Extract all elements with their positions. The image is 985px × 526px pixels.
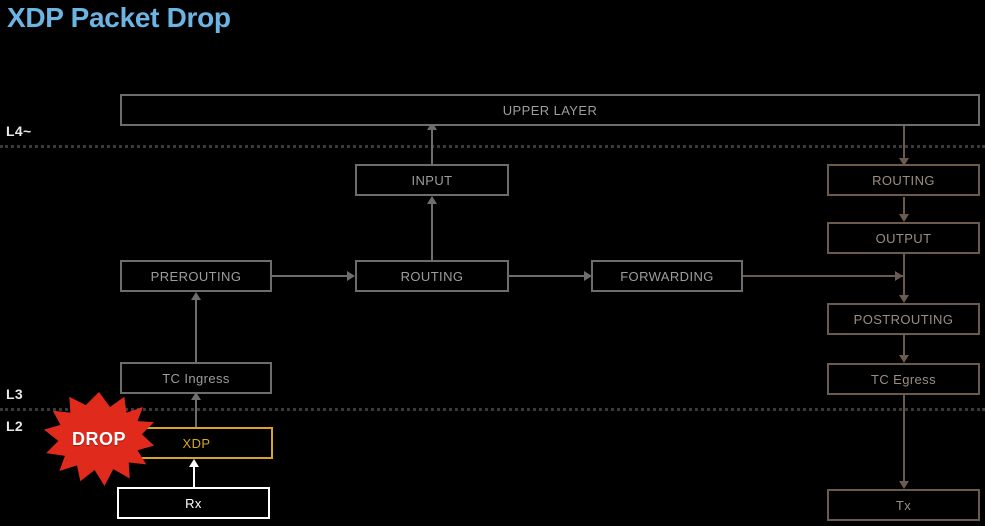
connector-tc-ingress-to-prerouting bbox=[195, 296, 197, 362]
connector-output-to-postrouting bbox=[903, 254, 905, 296]
box-tx-label: Tx bbox=[895, 497, 912, 513]
box-tx[interactable]: Tx bbox=[827, 489, 980, 521]
box-routing-mid[interactable]: ROUTING bbox=[355, 260, 509, 292]
box-rx[interactable]: Rx bbox=[117, 487, 270, 519]
box-postrouting-label: POSTROUTING bbox=[853, 311, 954, 327]
connector-rx-to-xdp bbox=[193, 463, 195, 489]
box-input-label: INPUT bbox=[411, 172, 453, 188]
drop-badge: DROP bbox=[44, 392, 154, 486]
box-forwarding-label: FORWARDING bbox=[620, 268, 714, 284]
box-routing-mid-label: ROUTING bbox=[400, 268, 464, 284]
box-postrouting[interactable]: POSTROUTING bbox=[827, 303, 980, 335]
connector-tc-egress-to-tx bbox=[903, 395, 905, 483]
page-title: XDP Packet Drop bbox=[7, 2, 231, 33]
connector-input-to-upper-layer bbox=[431, 126, 433, 194]
connector-xdp-to-tc-ingress bbox=[195, 396, 197, 428]
box-tc-egress-label: TC Egress bbox=[870, 371, 936, 387]
layer-label-l3: L3 bbox=[6, 386, 23, 402]
arrowhead-upper-layer-to-routing-right bbox=[899, 158, 909, 166]
connector-prerouting-to-routing bbox=[272, 275, 348, 277]
box-prerouting-label: PREROUTING bbox=[150, 268, 242, 284]
connector-upper-layer-to-routing-right bbox=[903, 126, 905, 160]
arrowhead-rx-to-xdp bbox=[189, 459, 199, 467]
box-output[interactable]: OUTPUT bbox=[827, 222, 980, 254]
box-routing-right-label: ROUTING bbox=[872, 172, 935, 188]
arrowhead-tc-egress-to-tx bbox=[899, 481, 909, 489]
connector-routing-to-forwarding bbox=[509, 275, 585, 277]
arrowhead-routing-to-input bbox=[427, 196, 437, 204]
l4-divider bbox=[0, 145, 985, 148]
arrowhead-tc-ingress-to-prerouting bbox=[191, 292, 201, 300]
box-tc-ingress[interactable]: TC Ingress bbox=[120, 362, 272, 394]
drop-badge-label: DROP bbox=[71, 428, 126, 449]
connector-forwarding-to-postrouting bbox=[743, 275, 903, 277]
arrowhead-prerouting-to-routing bbox=[347, 271, 355, 281]
box-upper-layer[interactable]: UPPER LAYER bbox=[120, 94, 980, 126]
arrowhead-postrouting-to-tc-egress bbox=[899, 355, 909, 363]
connector-routing-to-input bbox=[431, 200, 433, 262]
arrowhead-routing-to-forwarding bbox=[584, 271, 592, 281]
connector-routing-right-to-output bbox=[903, 197, 905, 215]
box-xdp-label: XDP bbox=[182, 435, 211, 451]
layer-label-l2: L2 bbox=[6, 418, 23, 434]
arrowhead-routing-right-to-output bbox=[899, 214, 909, 222]
box-forwarding[interactable]: FORWARDING bbox=[591, 260, 743, 292]
arrowhead-forwarding-to-trunk bbox=[895, 271, 903, 281]
box-upper-layer-label: UPPER LAYER bbox=[502, 102, 598, 118]
connector-postrouting-to-tc-egress bbox=[903, 335, 905, 357]
arrowhead-input-to-upper-layer bbox=[427, 122, 437, 130]
box-prerouting[interactable]: PREROUTING bbox=[120, 260, 272, 292]
box-tc-ingress-label: TC Ingress bbox=[162, 370, 230, 386]
l3-l2-divider bbox=[0, 408, 985, 411]
box-rx-label: Rx bbox=[185, 495, 202, 511]
box-routing-right[interactable]: ROUTING bbox=[827, 164, 980, 196]
box-input[interactable]: INPUT bbox=[355, 164, 509, 196]
box-output-label: OUTPUT bbox=[875, 230, 932, 246]
arrowhead-xdp-to-tc-ingress bbox=[191, 392, 201, 400]
box-tc-egress[interactable]: TC Egress bbox=[827, 363, 980, 395]
arrowhead-output-to-postrouting bbox=[899, 295, 909, 303]
layer-label-l4: L4~ bbox=[6, 123, 32, 139]
